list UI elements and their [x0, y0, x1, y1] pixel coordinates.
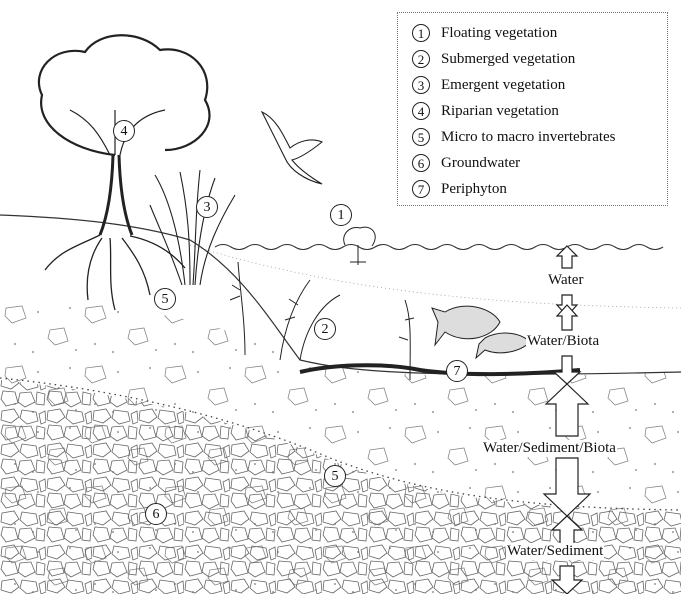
- floating-plant: [344, 227, 376, 265]
- marker-periphyton: 7: [446, 360, 468, 382]
- legend: 1 Floating vegetation 2 Submerged vegeta…: [397, 12, 668, 206]
- zone-label-water-sediment-biota: Water/Sediment/Biota: [482, 440, 617, 457]
- legend-label: Periphyton: [441, 181, 507, 198]
- legend-item: 4 Riparian vegetation: [412, 100, 559, 122]
- legend-number: 4: [412, 102, 430, 120]
- marker-invertebrates-upper: 5: [154, 288, 176, 310]
- zone-label-water-sediment: Water/Sediment: [506, 543, 604, 560]
- bird-icon: [262, 112, 322, 184]
- legend-number: 7: [412, 180, 430, 198]
- legend-item: 7 Periphyton: [412, 178, 507, 200]
- legend-label: Micro to macro invertebrates: [441, 129, 616, 146]
- legend-item: 3 Emergent vegetation: [412, 74, 565, 96]
- legend-item: 5 Micro to macro invertebrates: [412, 126, 616, 148]
- legend-number: 3: [412, 76, 430, 94]
- legend-number: 2: [412, 50, 430, 68]
- marker-emergent: 3: [196, 196, 218, 218]
- zone-label-water: Water: [547, 272, 584, 289]
- legend-number: 6: [412, 154, 430, 172]
- emergent-grass: [150, 170, 235, 285]
- water-surface: [215, 245, 663, 250]
- legend-number: 5: [412, 128, 430, 146]
- riparian-tree: [39, 35, 210, 310]
- legend-item: 6 Groundwater: [412, 152, 520, 174]
- legend-label: Floating vegetation: [441, 25, 557, 42]
- fish-icon: [432, 306, 530, 358]
- marker-floating: 1: [330, 204, 352, 226]
- legend-label: Riparian vegetation: [441, 103, 559, 120]
- marker-submerged: 2: [314, 318, 336, 340]
- marker-invertebrates-lower: 5: [324, 465, 346, 487]
- legend-item: 2 Submerged vegetation: [412, 48, 575, 70]
- legend-number: 1: [412, 24, 430, 42]
- legend-label: Groundwater: [441, 155, 520, 172]
- zone-label-water-biota: Water/Biota: [526, 333, 600, 350]
- marker-riparian: 4: [113, 120, 135, 142]
- legend-item: 1 Floating vegetation: [412, 22, 557, 44]
- legend-label: Emergent vegetation: [441, 77, 565, 94]
- legend-label: Submerged vegetation: [441, 51, 575, 68]
- marker-groundwater: 6: [145, 503, 167, 525]
